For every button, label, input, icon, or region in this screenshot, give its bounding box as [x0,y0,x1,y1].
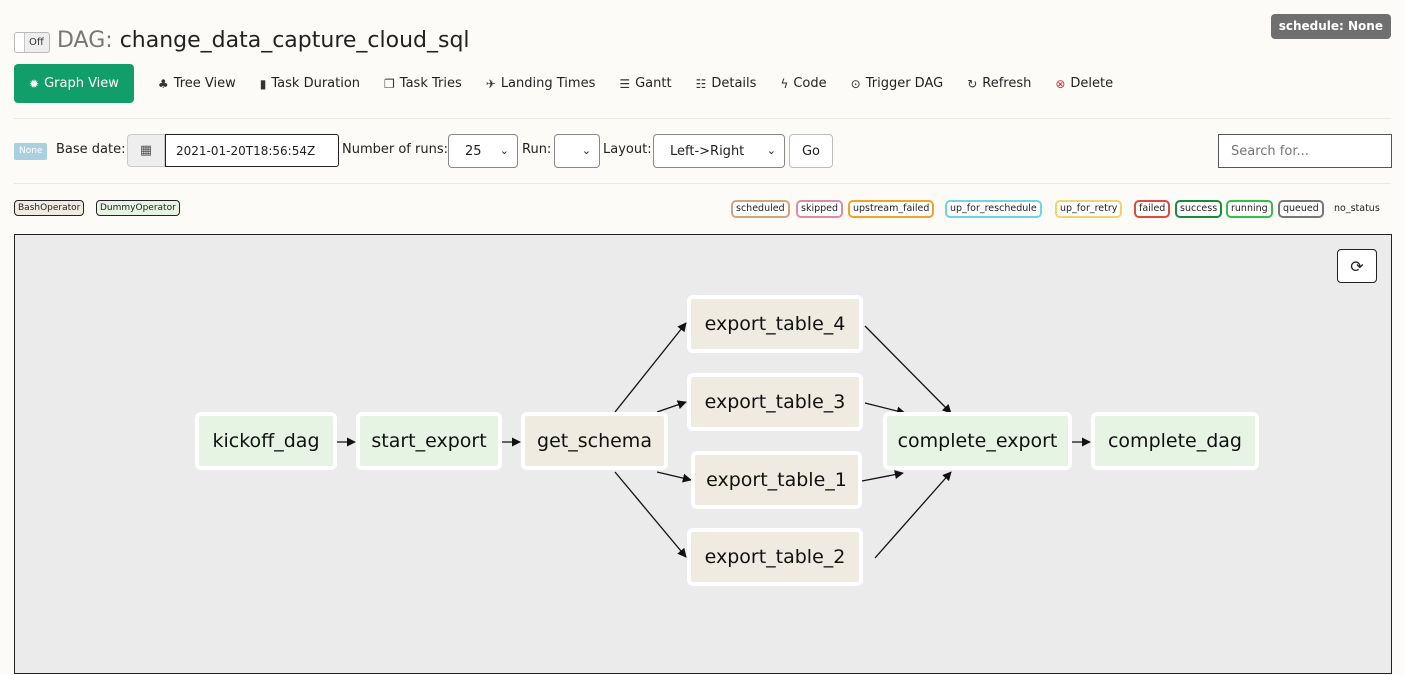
tab-label: Task Tries [399,76,462,91]
task-node-export-table-4[interactable]: export_table_4 [687,295,863,353]
tab-label: Tree View [173,76,236,91]
schedule-badge: schedule: None [1270,14,1391,39]
status-up-for-retry: up_for_retry [1055,200,1123,218]
edge-schema-t3 [656,400,687,413]
tab-task-duration[interactable]: ▮ Task Duration [248,64,372,103]
tab-delete[interactable]: ⊗ Delete [1043,64,1125,103]
chevron-down-icon: ⌄ [581,144,591,157]
list-icon: ☷ [695,76,707,91]
tab-label: Graph View [44,76,119,91]
edge-t4-complete [864,325,952,414]
tab-graph-view[interactable]: ✹ Graph View [14,64,134,103]
status-no-status: no_status [1334,203,1380,214]
status-scheduled: scheduled [731,200,790,218]
base-date-input[interactable] [165,134,339,167]
legend-dummy-operator: DummyOperator [96,200,180,216]
divider [14,118,1391,119]
divider [14,183,1391,184]
edge-schema-t1 [656,471,692,483]
edge-t3-complete [864,402,906,416]
tab-label: Details [711,76,757,91]
task-node-get-schema[interactable]: get_schema [521,412,668,470]
run-label: Run: [522,142,552,157]
dag-pause-toggle[interactable]: Off [14,32,50,53]
status-queued: queued [1278,200,1324,218]
layout-value: Left->Right [670,143,745,159]
calendar-icon: ▦ [139,143,153,158]
num-runs-select[interactable]: 25 ⌄ [448,134,518,168]
tab-trigger-dag[interactable]: ⊙ Trigger DAG [839,64,956,103]
tab-label: Task Duration [271,76,361,91]
tab-details[interactable]: ☷ Details [684,64,769,103]
toggle-knob [15,33,25,52]
legend-bash-operator: BashOperator [14,200,85,216]
graph-edges [337,322,1091,559]
status-success: success [1175,200,1223,218]
tab-label: Landing Times [500,76,596,91]
status-up-for-reschedule: up_for_reschedule [945,200,1042,218]
task-node-kickoff-dag[interactable]: kickoff_dag [195,412,337,470]
tab-task-tries[interactable]: ❐ Task Tries [372,64,474,103]
dag-graph[interactable]: kickoff_dag start_export get_schema expo… [14,234,1392,674]
tab-gantt[interactable]: ☰ Gantt [607,64,683,103]
tree-icon: ♣ [157,76,169,91]
graph-refresh-button[interactable]: ⟳ [1337,249,1377,283]
task-node-start-export[interactable]: start_export [356,412,502,470]
align-left-icon: ☰ [619,76,631,91]
asterisk-icon: ✹ [29,76,40,91]
tab-refresh[interactable]: ↻ Refresh [955,64,1043,103]
refresh-icon: ⟳ [1350,256,1364,276]
edge-t1-complete [861,470,904,482]
chevron-down-icon: ⌄ [499,144,509,157]
task-node-complete-export[interactable]: complete_export [883,412,1072,470]
dag-name: change_data_capture_cloud_sql [119,28,470,53]
status-upstream-failed: upstream_failed [848,200,935,218]
files-icon: ❐ [384,76,395,91]
edge-schema-t2 [614,471,687,558]
edge-t2-complete [874,471,952,559]
chevron-down-icon: ⌄ [766,144,776,157]
task-node-complete-dag[interactable]: complete_dag [1091,412,1259,470]
layout-select[interactable]: Left->Right ⌄ [653,134,785,168]
tab-label: Refresh [982,76,1032,91]
num-runs-label: Number of runs: [342,142,448,157]
status-running: running [1226,200,1273,218]
tab-label: Gantt [635,76,672,91]
run-select[interactable]: ⌄ [554,134,600,168]
tab-tree-view[interactable]: ♣ Tree View [146,64,248,103]
tab-label: Delete [1070,76,1114,91]
page-title: DAG: change_data_capture_cloud_sql [57,27,470,55]
flash-icon: ϟ [780,76,789,91]
status-skipped: skipped [796,200,844,218]
tab-code[interactable]: ϟ Code [768,64,838,103]
status-failed: failed [1134,200,1171,218]
view-tabs: ✹ Graph View ♣ Tree View ▮ Task Duration… [14,64,1125,103]
num-runs-value: 25 [465,143,482,159]
calendar-button[interactable]: ▦ [127,134,165,167]
base-date-label: Base date: [56,142,126,157]
tab-label: Trigger DAG [865,76,944,91]
search-input[interactable] [1218,134,1392,168]
dag-prefix: DAG: [57,28,113,53]
layout-label: Layout: [603,142,652,157]
go-button[interactable]: Go [789,134,833,168]
remove-circle-icon: ⊗ [1055,76,1066,91]
edge-schema-t4 [614,322,687,413]
task-node-export-table-3[interactable]: export_table_3 [687,373,863,431]
bar-chart-icon: ▮ [259,76,267,91]
tab-landing-times[interactable]: ✈ Landing Times [474,64,608,103]
state-badge: None [14,143,48,160]
toggle-label: Off [29,37,44,48]
play-circle-icon: ⊙ [850,76,861,91]
plane-icon: ✈ [485,76,496,91]
task-node-export-table-1[interactable]: export_table_1 [691,451,862,509]
task-node-export-table-2[interactable]: export_table_2 [687,528,863,586]
refresh-icon: ↻ [967,76,978,91]
tab-label: Code [793,76,827,91]
